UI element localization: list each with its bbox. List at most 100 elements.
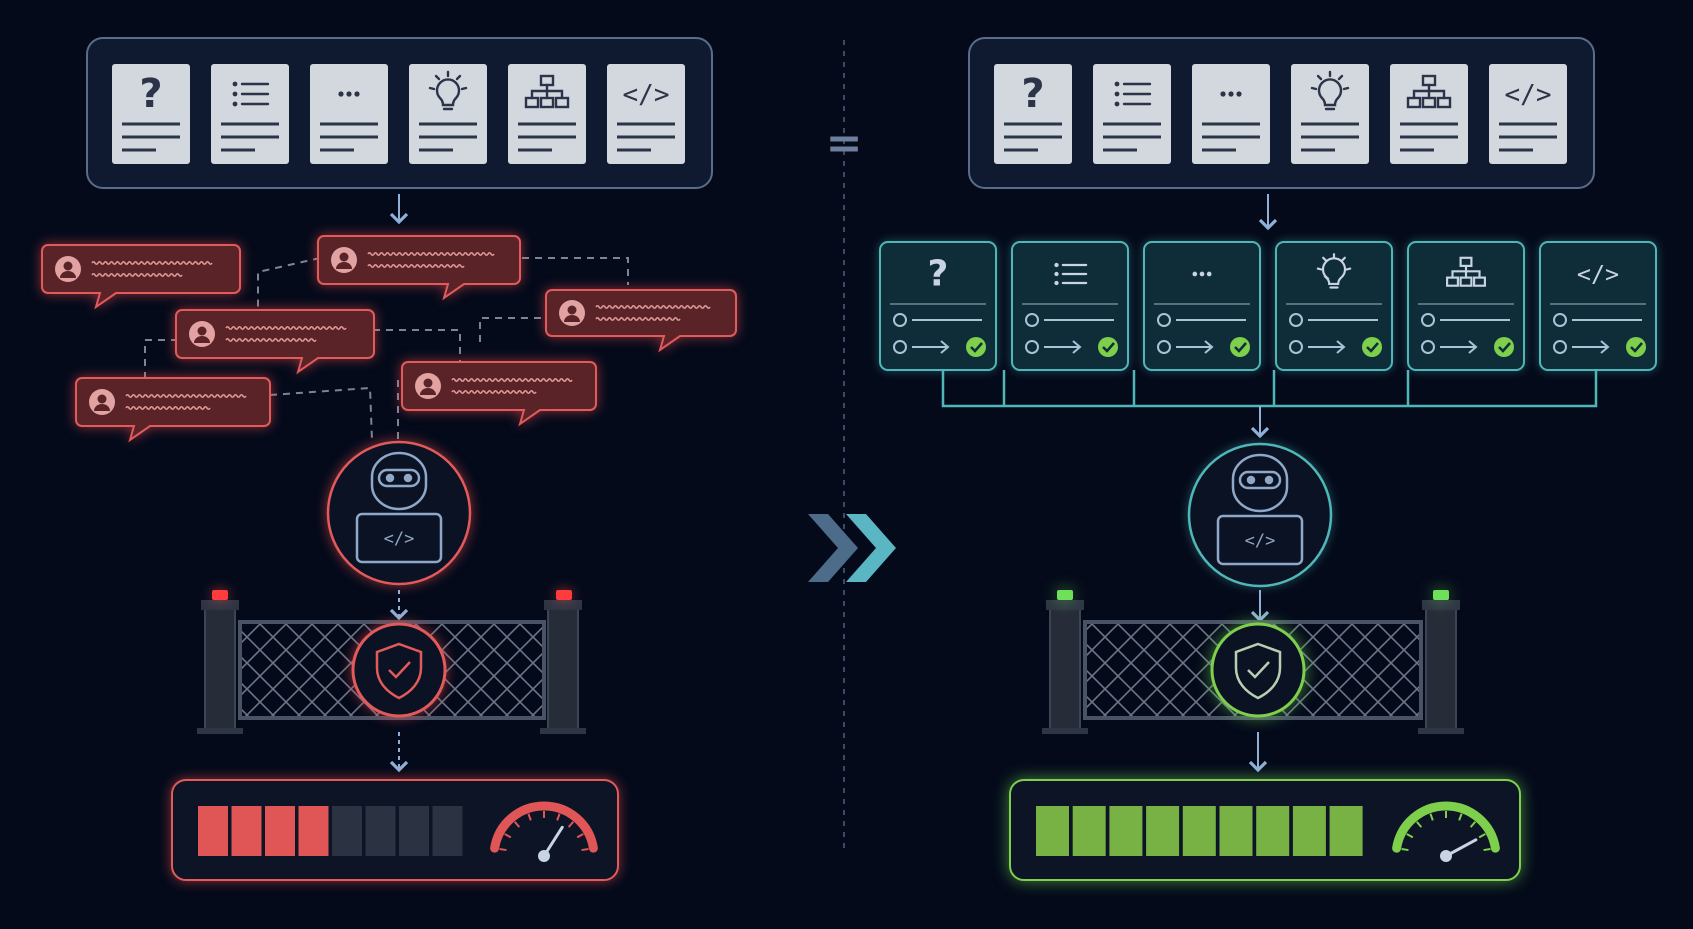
robot-coder-icon	[355, 451, 443, 564]
doc-card: </>	[607, 64, 685, 164]
chat-bubble	[545, 289, 737, 353]
structured-card	[1011, 241, 1129, 371]
left-shield-check-icon	[375, 642, 423, 700]
check-circle-icon	[1626, 337, 1646, 357]
left-score-bar	[198, 806, 463, 856]
equals-sign: =	[826, 118, 863, 169]
left-gate-light-left	[212, 590, 228, 600]
chat-connectors	[144, 257, 629, 441]
left-doc-row: ? </>	[112, 64, 685, 164]
hierarchy-icon	[1446, 256, 1486, 287]
right-doc-row: ? </>	[994, 64, 1567, 164]
score-segment	[1329, 806, 1363, 856]
right-quality-gate	[1042, 590, 1464, 734]
doc-card	[1390, 64, 1468, 164]
structured-card	[1143, 241, 1261, 371]
doc-card	[1093, 64, 1171, 164]
right-agent-badge: </>	[1187, 442, 1333, 588]
user-avatar-icon	[415, 373, 441, 399]
code-icon: </>	[1577, 260, 1619, 288]
score-segment	[198, 806, 228, 856]
code-glyph: </>	[1577, 260, 1619, 288]
list-icon	[1114, 81, 1152, 107]
left-agent-badge: </>	[326, 440, 472, 586]
doc-card	[1291, 64, 1369, 164]
right-gauge-icon	[1392, 801, 1500, 862]
structured-card: </>	[1539, 241, 1657, 371]
message-text-squiggle	[367, 251, 495, 269]
right-panel-structured: ? </> ? </> </>	[879, 37, 1657, 881]
score-segment	[332, 806, 362, 856]
code-glyph: </>	[623, 80, 670, 110]
doc-card: ?	[112, 64, 190, 164]
doc-card	[409, 64, 487, 164]
score-segment	[1292, 806, 1326, 856]
score-segment	[231, 806, 262, 856]
score-segment	[365, 806, 396, 856]
chat-bubble-cluster	[41, 235, 737, 443]
chat-bubble	[175, 309, 375, 375]
structured-card-row: ? </>	[879, 241, 1657, 371]
score-segment	[298, 806, 329, 856]
score-segment	[399, 806, 429, 856]
question-glyph: ?	[928, 254, 949, 295]
question-glyph: ?	[139, 71, 162, 117]
message-text-squiggle	[451, 377, 573, 395]
list-icon	[232, 81, 270, 107]
doc-card	[211, 64, 289, 164]
card-bus-connector	[941, 370, 1598, 408]
lightbulb-icon	[428, 70, 468, 111]
robot-coder-icon	[1216, 453, 1304, 566]
chat-bubble	[317, 235, 521, 301]
structured-card	[1275, 241, 1393, 371]
chat-bubble	[41, 244, 241, 310]
doc-card: </>	[1489, 64, 1567, 164]
user-avatar-icon	[331, 247, 357, 273]
left-agent-code-glyph: </>	[384, 529, 415, 549]
left-gate-light-right	[556, 590, 572, 600]
doc-card: ?	[994, 64, 1072, 164]
score-segment	[1256, 806, 1290, 856]
ellipsis-icon	[1192, 271, 1212, 277]
user-avatar-icon	[189, 321, 215, 347]
right-agent-code-glyph: </>	[1245, 531, 1276, 551]
chat-bubble	[401, 361, 597, 427]
hierarchy-icon	[1406, 74, 1452, 109]
lightbulb-icon	[1316, 253, 1352, 289]
doc-card	[1192, 64, 1270, 164]
score-segment	[1072, 806, 1106, 856]
code-icon: </>	[623, 80, 670, 110]
message-text-squiggle	[225, 325, 347, 343]
ellipsis-icon	[338, 91, 360, 97]
doc-card	[508, 64, 586, 164]
structured-card: ?	[879, 241, 997, 371]
message-text-squiggle	[125, 393, 247, 411]
question-mark-icon: ?	[928, 254, 949, 295]
question-glyph: ?	[1021, 71, 1044, 117]
doc-card	[310, 64, 388, 164]
user-avatar-icon	[89, 389, 115, 415]
lightbulb-icon	[1310, 70, 1350, 111]
structured-card	[1407, 241, 1525, 371]
score-segment	[1109, 806, 1143, 856]
user-avatar-icon	[559, 300, 585, 326]
transition-chevrons-icon	[808, 514, 896, 582]
question-mark-icon: ?	[1021, 71, 1044, 117]
chat-bubble	[75, 377, 271, 443]
score-segment	[1219, 806, 1253, 856]
check-circle-icon	[1362, 337, 1382, 357]
check-circle-icon	[966, 337, 986, 357]
code-glyph: </>	[1505, 80, 1552, 110]
score-segment	[1036, 806, 1069, 856]
left-panel-unstructured: ? </> </>	[41, 37, 737, 881]
list-icon	[1054, 262, 1088, 286]
left-gauge-icon	[490, 801, 598, 862]
score-segment	[265, 806, 295, 856]
left-quality-gate	[197, 590, 586, 734]
right-score-bar	[1036, 806, 1363, 856]
message-text-squiggle	[595, 304, 711, 322]
hierarchy-icon	[524, 74, 570, 109]
score-segment	[1146, 806, 1180, 856]
user-avatar-icon	[55, 256, 81, 282]
